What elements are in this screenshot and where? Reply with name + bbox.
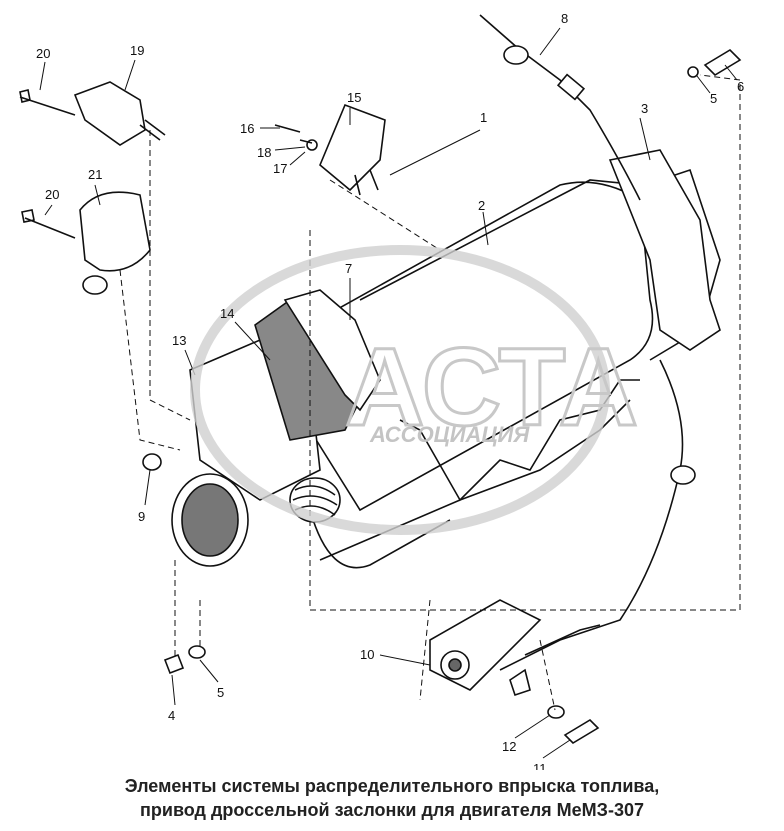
callout: 5 <box>710 91 717 106</box>
callout: 5 <box>217 685 224 700</box>
callout: 6 <box>737 79 744 94</box>
callout: 8 <box>561 11 568 26</box>
intake-manifold <box>299 181 654 512</box>
callout: 7 <box>345 261 352 276</box>
callout: 10 <box>360 647 374 662</box>
caption-line-1: Элементы системы распределительного впры… <box>124 776 660 796</box>
throttle-cable <box>479 14 684 671</box>
callout: 15 <box>347 90 361 105</box>
callout: 20 <box>45 187 59 202</box>
temperature-sensor <box>319 103 386 192</box>
callout: 16 <box>240 121 254 136</box>
callout: 2 <box>478 198 485 213</box>
callout: 1 <box>480 110 487 125</box>
gasket <box>608 149 721 351</box>
watermark: АСТА АССОЦИАЦИЯ <box>190 245 640 535</box>
idle-air-valve <box>73 81 146 146</box>
figure-caption: Элементы системы распределительного впры… <box>0 774 784 822</box>
callout-labels: 20 19 8 6 5 3 1 15 16 18 17 2 20 21 7 14… <box>36 11 744 770</box>
exploded-diagram: АСТА АССОЦИАЦИЯ 20 19 8 6 5 3 1 15 16 18… <box>19 11 744 770</box>
parts <box>19 14 742 745</box>
callout: 20 <box>36 46 50 61</box>
throttle-position-sensor <box>79 191 151 272</box>
leader-lines <box>39 27 738 759</box>
callout: 3 <box>641 101 648 116</box>
callout: 17 <box>273 161 287 176</box>
callout: 9 <box>138 509 145 524</box>
callout: 11 <box>533 761 547 770</box>
caption-line-2: привод дроссельной заслонки для двигател… <box>140 800 644 820</box>
callout: 4 <box>168 708 175 723</box>
assembly-lines <box>119 74 741 711</box>
callout: 13 <box>172 333 186 348</box>
callout: 19 <box>130 43 144 58</box>
callout: 21 <box>88 167 102 182</box>
callout: 14 <box>220 306 234 321</box>
watermark-subtitle: АССОЦИАЦИЯ <box>369 422 530 447</box>
watermark-title: АСТА <box>345 326 638 449</box>
callout: 18 <box>257 145 271 160</box>
callout: 12 <box>502 739 516 754</box>
